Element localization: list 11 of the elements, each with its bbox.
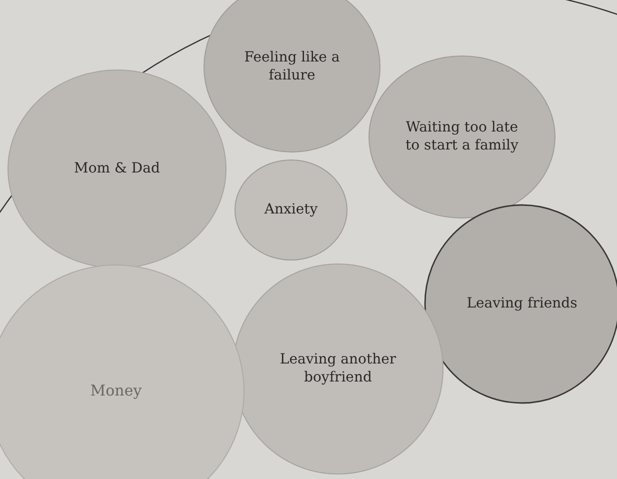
topic-circle (8, 70, 226, 268)
topic-circle (369, 56, 555, 218)
topic-circle (233, 264, 443, 474)
topic-label: Money (89, 382, 143, 400)
topic-label: Mom & Dad (73, 160, 161, 178)
topic-label: Anxiety (263, 201, 319, 219)
topic-label: Waiting too late to start a family (404, 120, 520, 154)
topic-label: Leaving another boyfriend (278, 352, 398, 386)
topic-label: Feeling like a failure (243, 50, 341, 84)
topic-circle (235, 160, 347, 260)
topic-label: Leaving friends (466, 295, 578, 313)
